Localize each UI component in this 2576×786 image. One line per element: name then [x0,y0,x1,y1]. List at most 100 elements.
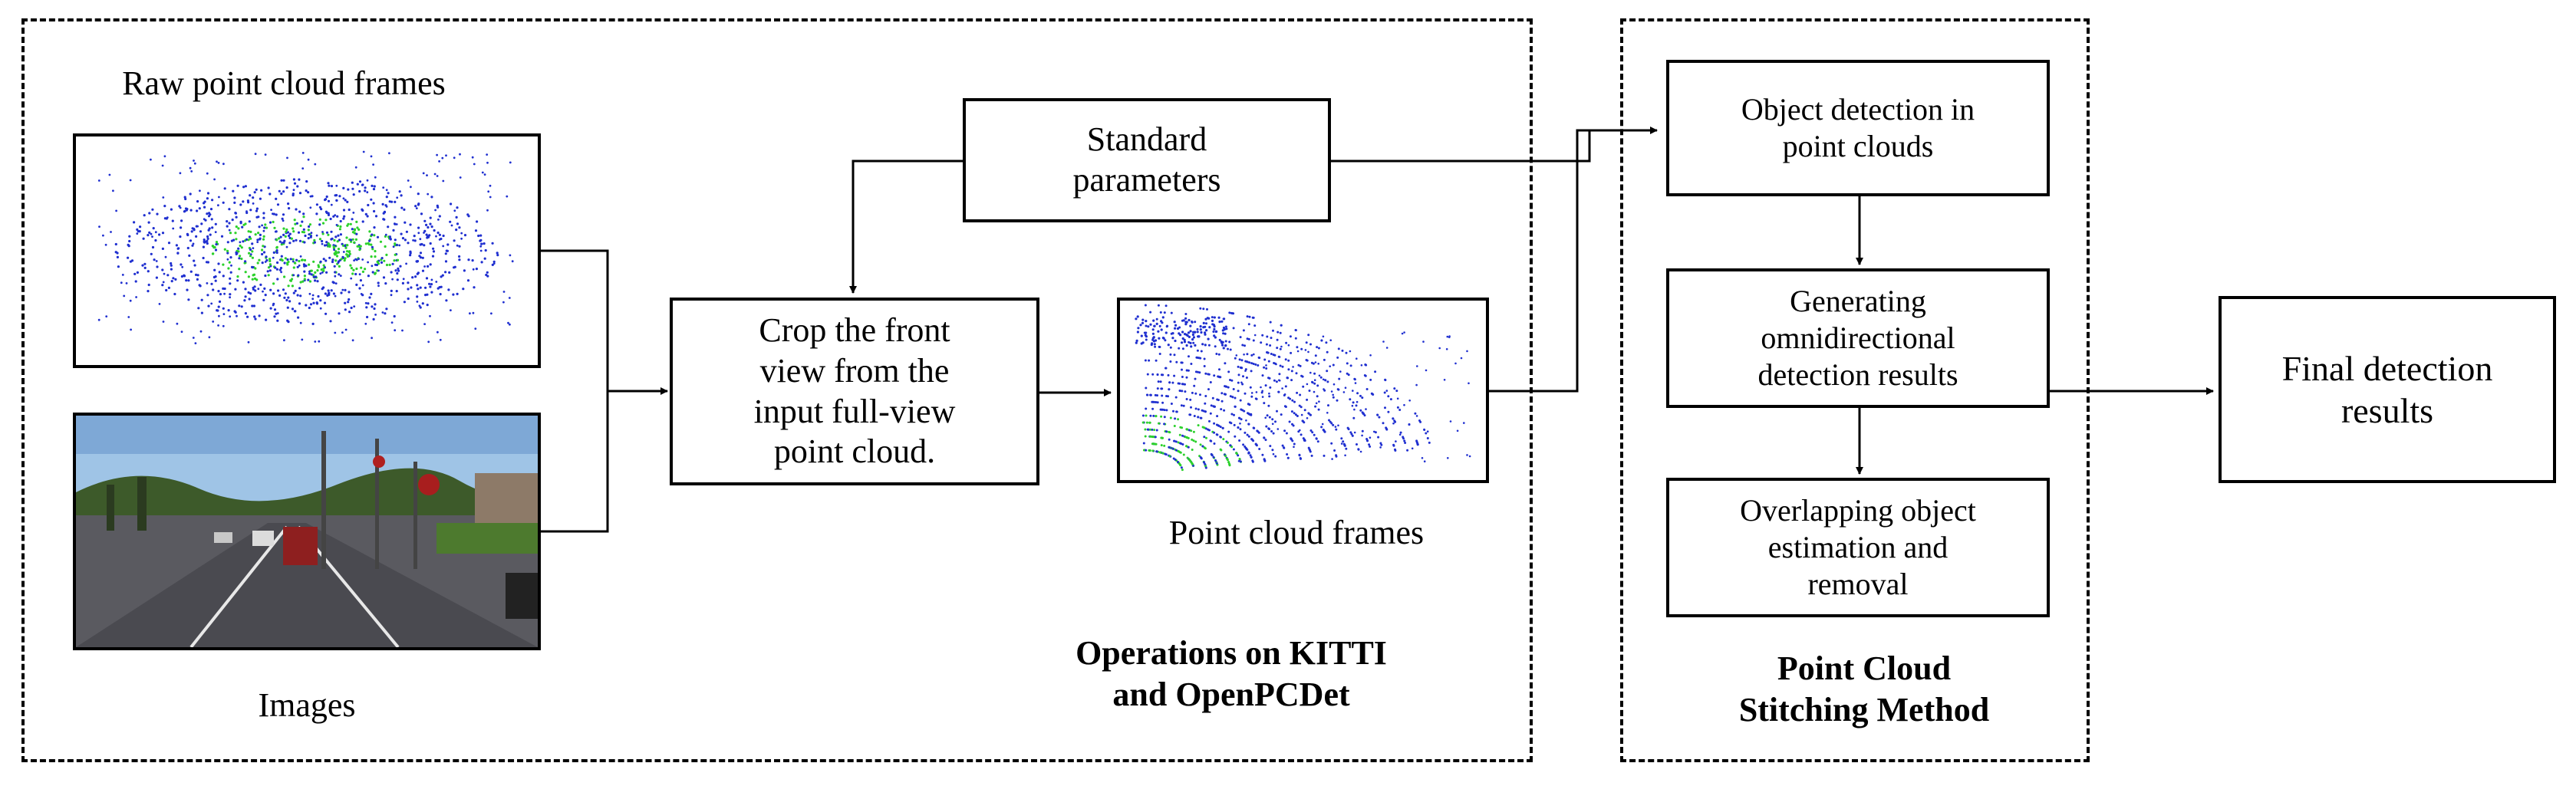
point-cloud-point [286,231,289,234]
point-cloud-point [1326,412,1329,414]
point-cloud-point [1261,374,1264,377]
point-cloud-point [1145,338,1148,341]
point-cloud-point [275,213,278,216]
point-cloud-point [1309,413,1312,416]
point-cloud-point [448,271,451,274]
point-cloud-point [158,233,161,236]
point-cloud-point [115,209,117,212]
point-cloud-point [361,220,364,223]
point-cloud-point [1318,400,1320,403]
point-cloud-point [261,252,264,256]
point-cloud-point [379,240,383,243]
point-cloud-point [150,252,153,255]
point-cloud-point [1261,334,1264,337]
point-cloud-point [383,211,386,214]
point-cloud-point [1223,327,1226,331]
point-cloud-point [1193,384,1196,387]
point-cloud-point [1181,368,1183,371]
point-cloud-point [1266,335,1269,338]
point-cloud-point [1141,318,1145,321]
point-cloud-point [1204,333,1207,336]
point-cloud-point [1151,407,1155,410]
point-cloud-point [1290,437,1293,440]
point-cloud-point [247,275,250,278]
point-cloud-point [1179,334,1182,337]
point-cloud-point [1368,443,1371,446]
point-cloud-point [423,219,427,222]
point-cloud-point [244,312,247,315]
point-cloud-point [1136,331,1139,334]
point-cloud-point [446,249,449,252]
point-cloud-point [1257,431,1260,434]
point-cloud-point [1238,458,1241,460]
point-cloud-point [190,170,193,173]
point-cloud-point [278,268,282,271]
point-cloud-point [404,221,407,224]
point-cloud-point [1181,443,1184,446]
point-cloud-point [380,261,384,264]
point-cloud-point [147,234,150,237]
point-cloud-point [346,200,349,203]
point-cloud-point [1250,413,1253,416]
point-cloud-point [1277,390,1280,393]
point-cloud-point [335,199,338,202]
point-cloud-point [249,253,252,255]
point-cloud-point [244,260,247,263]
point-cloud-point [1279,331,1282,334]
point-cloud-point [1167,395,1169,398]
point-cloud-point [296,185,299,188]
point-cloud-point [387,192,390,195]
point-cloud-point [252,286,255,289]
point-cloud-point [155,276,158,279]
point-cloud-point [259,283,262,286]
point-cloud-point [1403,439,1406,442]
point-cloud-point [303,241,306,244]
point-cloud-point [338,312,341,315]
point-cloud-point [370,155,373,158]
point-cloud-point [206,212,209,215]
point-cloud-point [1169,416,1172,419]
point-cloud-point [1191,462,1194,465]
point-cloud-point [272,282,275,285]
point-cloud-point [1335,428,1338,431]
point-cloud-point [397,269,400,272]
point-cloud-point [1359,450,1362,453]
point-cloud-point [1306,359,1309,362]
point-cloud-point [1329,365,1331,367]
point-cloud-point [189,192,192,196]
point-cloud-point [134,280,137,283]
point-cloud-point [1199,393,1201,396]
point-cloud-point [1339,370,1342,373]
point-cloud-point [239,241,242,244]
point-cloud-point [1173,374,1176,377]
point-cloud-point [1141,414,1145,417]
point-cloud-point [1253,353,1255,356]
point-cloud-point [1332,363,1335,367]
point-cloud-point [404,238,407,242]
point-cloud-point [332,281,335,284]
point-cloud-point [353,241,356,244]
point-cloud-point [496,254,499,257]
point-cloud-point [251,265,254,268]
point-cloud-point [352,212,355,214]
point-cloud-point [1208,419,1211,423]
point-cloud-point [1207,388,1210,391]
point-cloud-point [236,275,239,278]
point-cloud-point [323,301,327,304]
point-cloud-point [1165,324,1169,327]
point-cloud-point [1155,359,1158,362]
point-cloud-point [1275,380,1278,383]
point-cloud-point [1233,423,1236,426]
point-cloud-point [251,304,254,307]
point-cloud-point [1323,454,1326,457]
point-cloud-point [295,238,298,242]
point-cloud-point [463,269,466,272]
point-cloud-point [293,310,296,313]
point-cloud-point [1356,443,1358,446]
point-cloud-point [286,258,289,261]
point-cloud-point [1327,404,1329,407]
point-cloud-point [196,225,199,228]
point-cloud-point [226,241,229,244]
point-cloud-point [198,207,201,210]
point-cloud-point [324,259,328,262]
